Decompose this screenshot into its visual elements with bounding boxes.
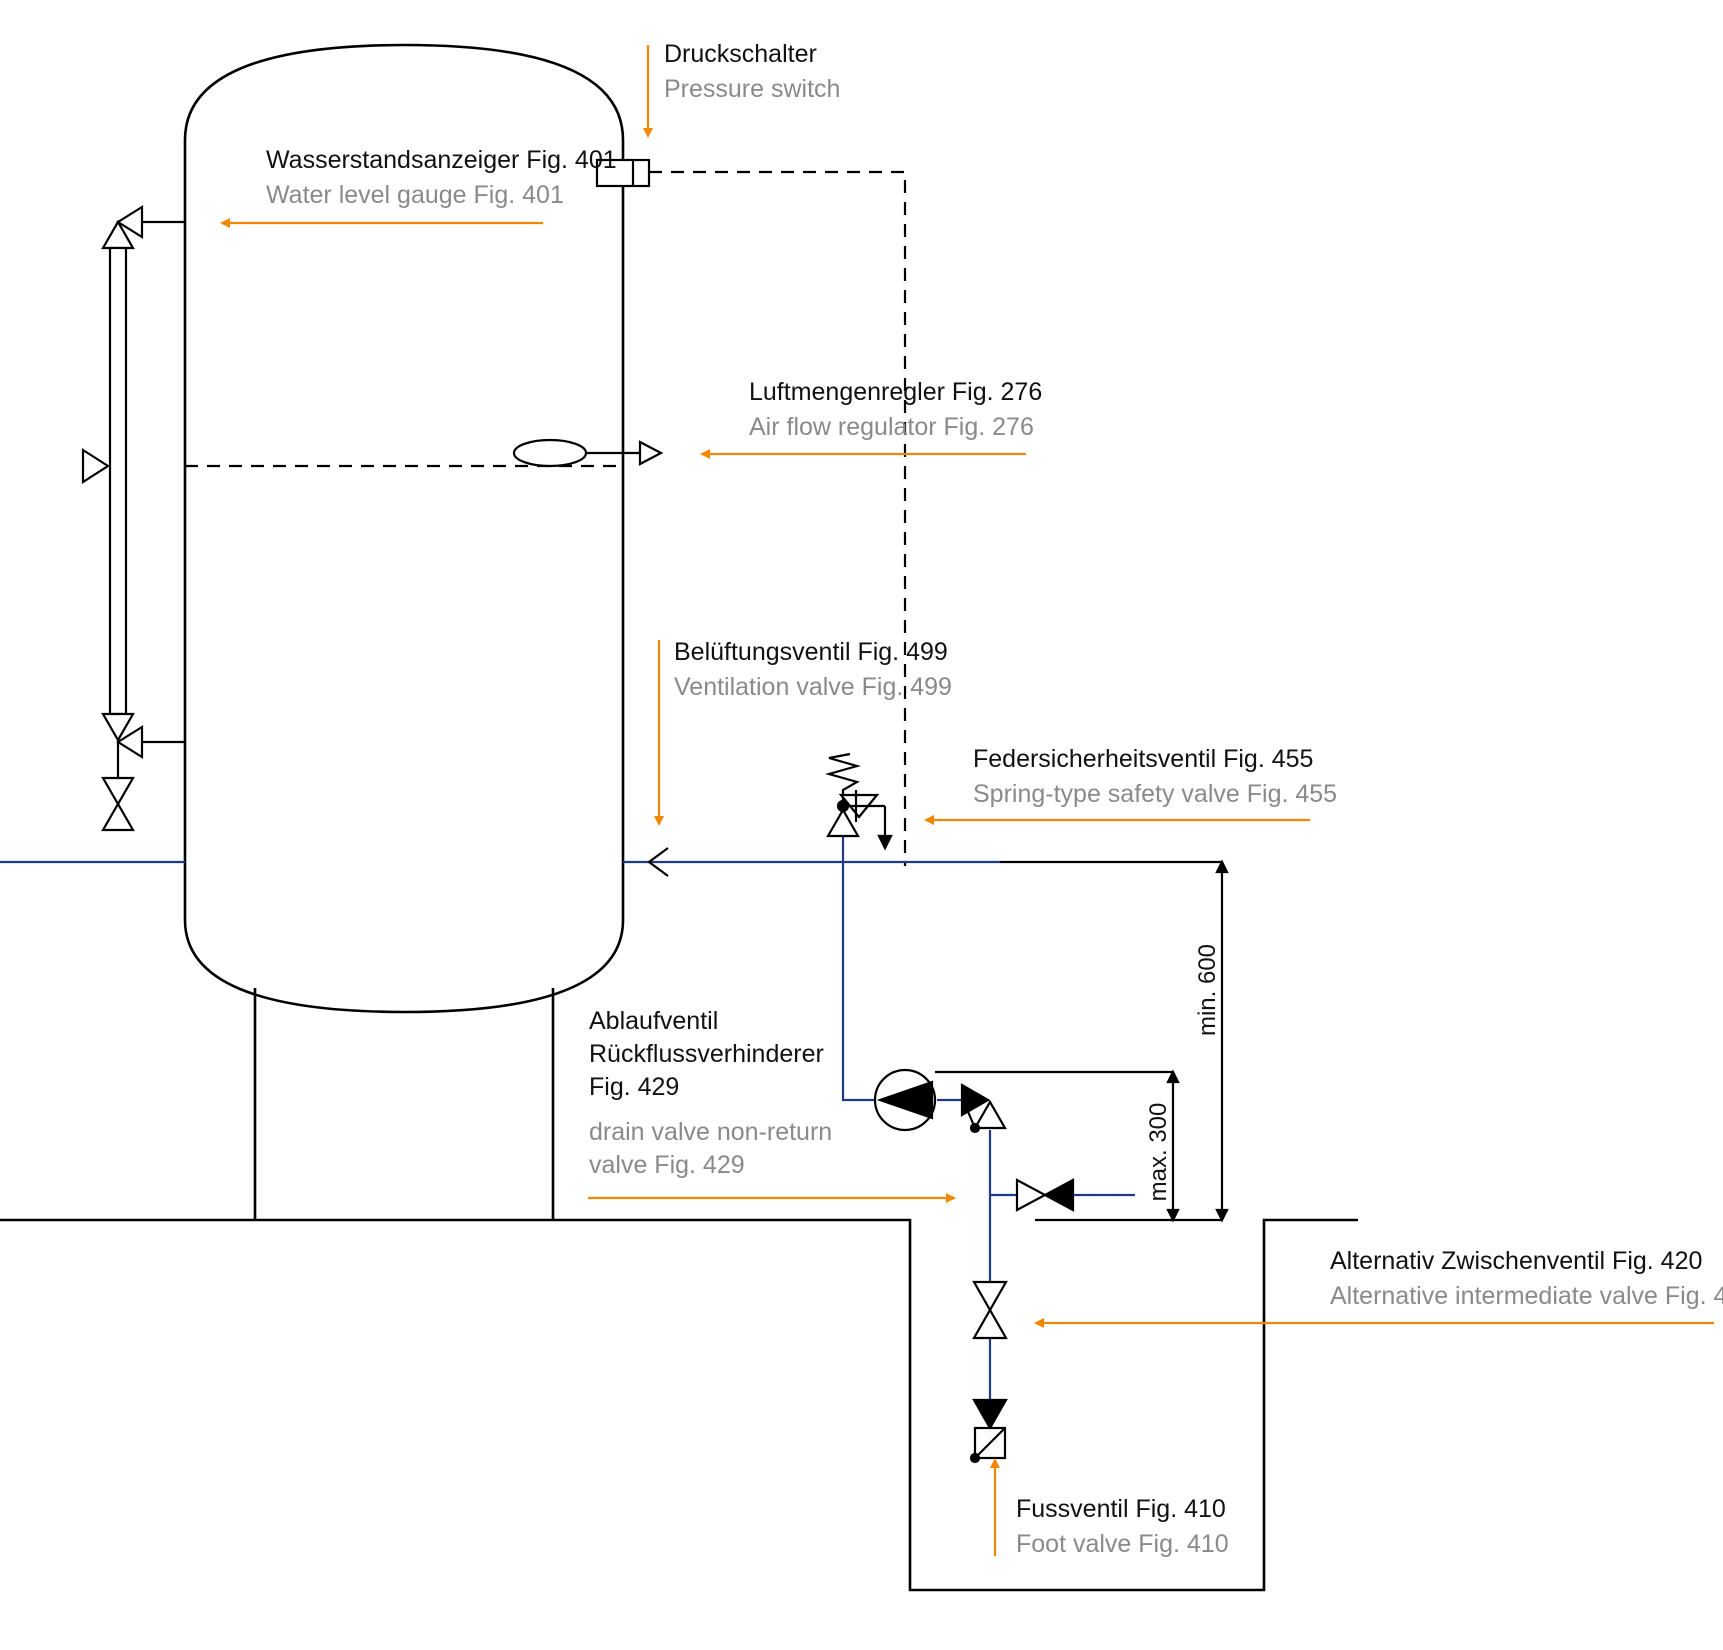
pump-symbol [873, 1068, 1173, 1132]
spring-safety-valve-symbol [824, 752, 893, 851]
dimension-min: min. 600 [1194, 944, 1221, 1036]
drain-valve-symbol [960, 1083, 1007, 1134]
label-ventilation-valve-en: Ventilation valve Fig. 499 [674, 673, 952, 701]
label-drain-valve-en-2: valve Fig. 429 [589, 1151, 745, 1179]
water-level-gauge-symbol [81, 205, 185, 832]
label-drain-valve-en-1: drain valve non-return [589, 1118, 832, 1146]
label-ventilation-valve-de: Belüftungsventil Fig. 499 [674, 638, 948, 666]
pressure-tank [183, 43, 625, 1220]
ventilation-valve-symbol [647, 847, 669, 877]
label-intermediate-valve-de: Alternativ Zwischenventil Fig. 420 [1330, 1247, 1702, 1275]
intermediate-valve-symbol [972, 1280, 1008, 1340]
label-foot-valve-de: Fussventil Fig. 410 [1016, 1495, 1226, 1523]
label-air-flow-regulator-en: Air flow regulator Fig. 276 [749, 413, 1034, 441]
dimension-max: max. 300 [1145, 1103, 1172, 1202]
label-drain-valve-de-2: Rückflussverhinderer [589, 1040, 824, 1068]
label-foot-valve-en: Foot valve Fig. 410 [1016, 1530, 1229, 1558]
callout-arrows [220, 45, 1714, 1556]
water-pipes [0, 836, 1135, 1400]
label-pressure-switch-de: Druckschalter [664, 40, 817, 68]
label-pressure-switch-en: Pressure switch [664, 75, 840, 103]
label-water-level-gauge-en: Water level gauge Fig. 401 [266, 181, 564, 209]
label-intermediate-valve-en: Alternative intermediate valve Fig. 420 [1330, 1282, 1723, 1310]
label-air-flow-regulator-de: Luftmengenregler Fig. 276 [749, 378, 1042, 406]
foot-valve-symbol [969, 1398, 1008, 1464]
dimension-lines [1000, 859, 1229, 1223]
label-drain-valve-de-3: Fig. 429 [589, 1073, 679, 1101]
label-water-level-gauge-de: Wasserstandsanzeiger Fig. 401 [266, 146, 617, 174]
pressure-switch-symbol [595, 158, 907, 866]
label-safety-valve-de: Federsicherheitsventil Fig. 455 [973, 745, 1313, 773]
isolation-valve-symbol [1015, 1178, 1075, 1212]
label-drain-valve-de-1: Ablaufventil [589, 1007, 718, 1035]
air-flow-regulator-symbol [512, 438, 664, 468]
label-safety-valve-en: Spring-type safety valve Fig. 455 [973, 780, 1337, 808]
ground-line [0, 1218, 1358, 1592]
